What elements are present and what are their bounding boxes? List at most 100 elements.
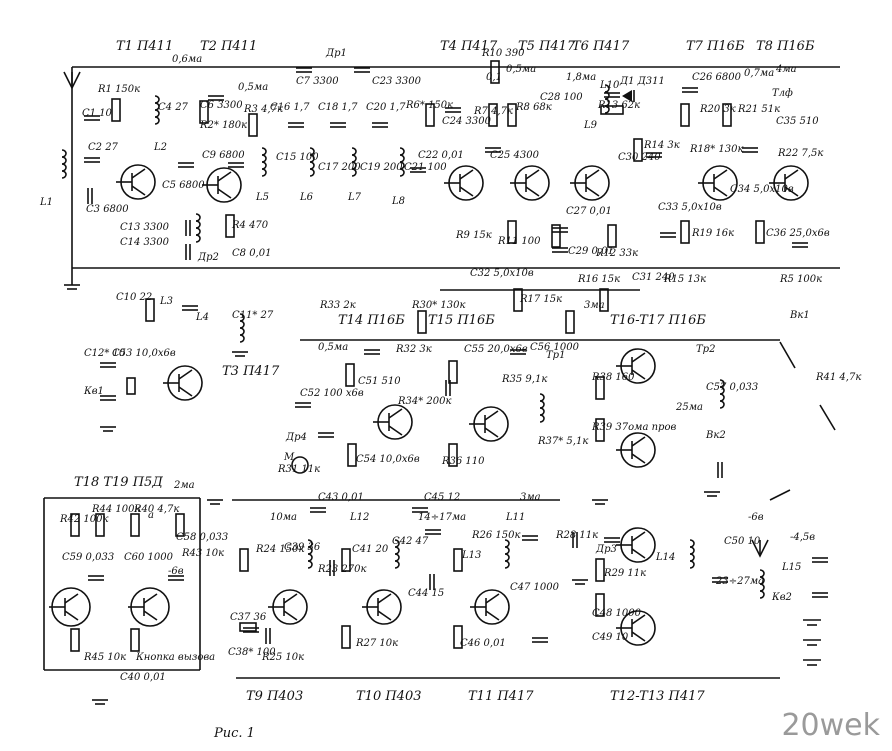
transistor bbox=[469, 406, 509, 442]
transistor-label: T10 П403 bbox=[356, 689, 422, 704]
component-label: 14÷17ма bbox=[418, 512, 466, 523]
resistor bbox=[448, 443, 458, 467]
resistor bbox=[341, 625, 351, 649]
transistor-emitter bbox=[283, 610, 298, 621]
resistor bbox=[347, 443, 357, 467]
component-label: L10 bbox=[599, 80, 620, 91]
transistor bbox=[616, 527, 656, 563]
component-label: 0,1 bbox=[486, 72, 502, 83]
component-label: R1 150к bbox=[97, 84, 140, 95]
transistor bbox=[202, 167, 242, 203]
component-label: L15 bbox=[781, 562, 801, 573]
component-label: 0,6ма bbox=[172, 54, 202, 65]
component-label: -6в bbox=[748, 512, 764, 523]
resistor bbox=[130, 513, 140, 537]
transistor-collector bbox=[631, 614, 646, 625]
resistor bbox=[595, 418, 605, 442]
inductor-turn bbox=[351, 147, 357, 156]
component-label: C51 510 bbox=[358, 376, 401, 387]
inductor bbox=[195, 213, 201, 243]
component-label: R42 100к bbox=[59, 514, 109, 525]
inductor-turn bbox=[261, 161, 267, 170]
component-label: C33 5,0x10в bbox=[658, 202, 722, 213]
transistor-label: T16-T17 П16Б bbox=[610, 313, 706, 328]
inductor-turn bbox=[61, 163, 67, 172]
component-label: C60 1000 bbox=[124, 552, 174, 563]
transistor-collector bbox=[388, 408, 403, 419]
component-label: C5 6800 bbox=[162, 180, 205, 191]
component-label: C21 100 bbox=[404, 162, 447, 173]
resistor bbox=[755, 220, 765, 244]
component-label: C15 100 bbox=[276, 152, 319, 163]
circuit-wires bbox=[43, 66, 840, 705]
component-label: C50 10 bbox=[724, 536, 761, 547]
component-label: L2 bbox=[153, 142, 167, 153]
transistor bbox=[470, 589, 510, 625]
component-label: L3 bbox=[159, 296, 173, 307]
transistor-label: T14 П16Б bbox=[338, 313, 405, 328]
inductor bbox=[307, 539, 313, 569]
inductor-turn bbox=[394, 546, 400, 555]
transistor-collector bbox=[784, 169, 799, 180]
transistor-collector bbox=[484, 410, 499, 421]
component-label: R21 51к bbox=[737, 104, 780, 115]
transistor-collector bbox=[585, 169, 600, 180]
watermark: 20wek bbox=[781, 708, 880, 743]
component-label: 3ма bbox=[520, 492, 541, 503]
component-label: C32 5,0x10в bbox=[470, 268, 534, 279]
component-label: R43 10к bbox=[181, 548, 224, 559]
component-label: C2 27 bbox=[88, 142, 119, 153]
component-label: C3 6800 bbox=[86, 204, 129, 215]
component-label: C22 0,01 bbox=[418, 150, 464, 161]
resistor bbox=[595, 376, 605, 400]
transistor bbox=[570, 165, 610, 201]
inductor bbox=[394, 539, 400, 569]
resistor bbox=[453, 548, 463, 572]
resistor bbox=[565, 310, 575, 334]
component-label: Кнопка вызова bbox=[135, 652, 215, 663]
component-label: М bbox=[283, 452, 295, 463]
transistor bbox=[116, 164, 156, 200]
resistor bbox=[130, 628, 140, 652]
component-label: C18 1,7 bbox=[318, 102, 358, 113]
transistor bbox=[163, 365, 203, 401]
transistor-collector bbox=[459, 169, 474, 180]
component-label: C41 20 bbox=[352, 544, 389, 555]
component-label: C49 10 bbox=[592, 632, 629, 643]
component-label: L11 bbox=[505, 512, 525, 523]
component-label: C34 5,0x10в bbox=[730, 184, 794, 195]
component-label: R39 37ома пров bbox=[591, 422, 676, 433]
transistor-label: T5 П417 bbox=[518, 39, 576, 54]
component-label: R2* 180к bbox=[199, 120, 247, 131]
component-label: R28 11к bbox=[555, 530, 598, 541]
resistor bbox=[551, 224, 561, 248]
inductor-turn bbox=[195, 220, 201, 229]
component-label: R32 3к bbox=[395, 344, 432, 355]
transistor bbox=[510, 165, 550, 201]
component-label: C17 200 bbox=[318, 162, 361, 173]
component-label: 4ма bbox=[775, 64, 797, 75]
resistor bbox=[341, 548, 351, 572]
component-label: C53 10,0x6в bbox=[112, 348, 176, 359]
inductor-turn bbox=[61, 149, 67, 158]
inductor-turn bbox=[539, 393, 545, 402]
resistor bbox=[680, 103, 690, 127]
transistor-collector bbox=[631, 352, 646, 363]
component-label: C8 0,01 bbox=[232, 248, 271, 259]
inductor-turn bbox=[195, 213, 201, 222]
transistor-emitter bbox=[178, 386, 193, 397]
component-label: C28 100 bbox=[540, 92, 583, 103]
component-label: 0,5ма bbox=[318, 342, 348, 353]
resistor bbox=[239, 548, 249, 572]
resistor bbox=[199, 100, 209, 124]
transistor-collector bbox=[283, 593, 298, 604]
inductor-turn bbox=[504, 546, 510, 555]
inductor-turn bbox=[689, 553, 695, 562]
component-label: C7 3300 bbox=[296, 76, 339, 87]
component-label: 25ма bbox=[675, 402, 703, 413]
wire bbox=[769, 489, 791, 501]
figure-caption: Рис. 1 bbox=[214, 726, 255, 741]
resistor bbox=[490, 60, 500, 84]
component-label: 0,7ма bbox=[744, 68, 774, 79]
transistor-emitter bbox=[631, 548, 646, 559]
